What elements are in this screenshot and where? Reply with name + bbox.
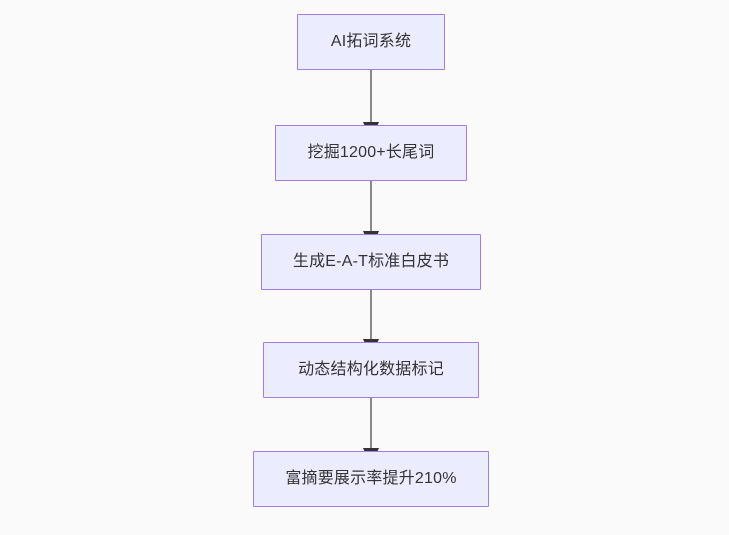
flow-node-label: AI拓词系统 bbox=[330, 33, 412, 51]
flow-node[interactable]: 挖掘1200+长尾词 bbox=[275, 125, 467, 181]
flow-node-label: 挖掘1200+长尾词 bbox=[307, 144, 435, 162]
flow-node[interactable]: 动态结构化数据标记 bbox=[263, 342, 479, 398]
flow-node-label: 生成E-A-T标准白皮书 bbox=[292, 253, 450, 271]
flow-node[interactable]: AI拓词系统 bbox=[297, 14, 445, 70]
flow-node[interactable]: 富摘要展示率提升210% bbox=[253, 451, 489, 507]
flow-node-label: 富摘要展示率提升210% bbox=[285, 470, 457, 488]
flow-node[interactable]: 生成E-A-T标准白皮书 bbox=[261, 234, 481, 290]
flow-node-label: 动态结构化数据标记 bbox=[298, 361, 444, 379]
